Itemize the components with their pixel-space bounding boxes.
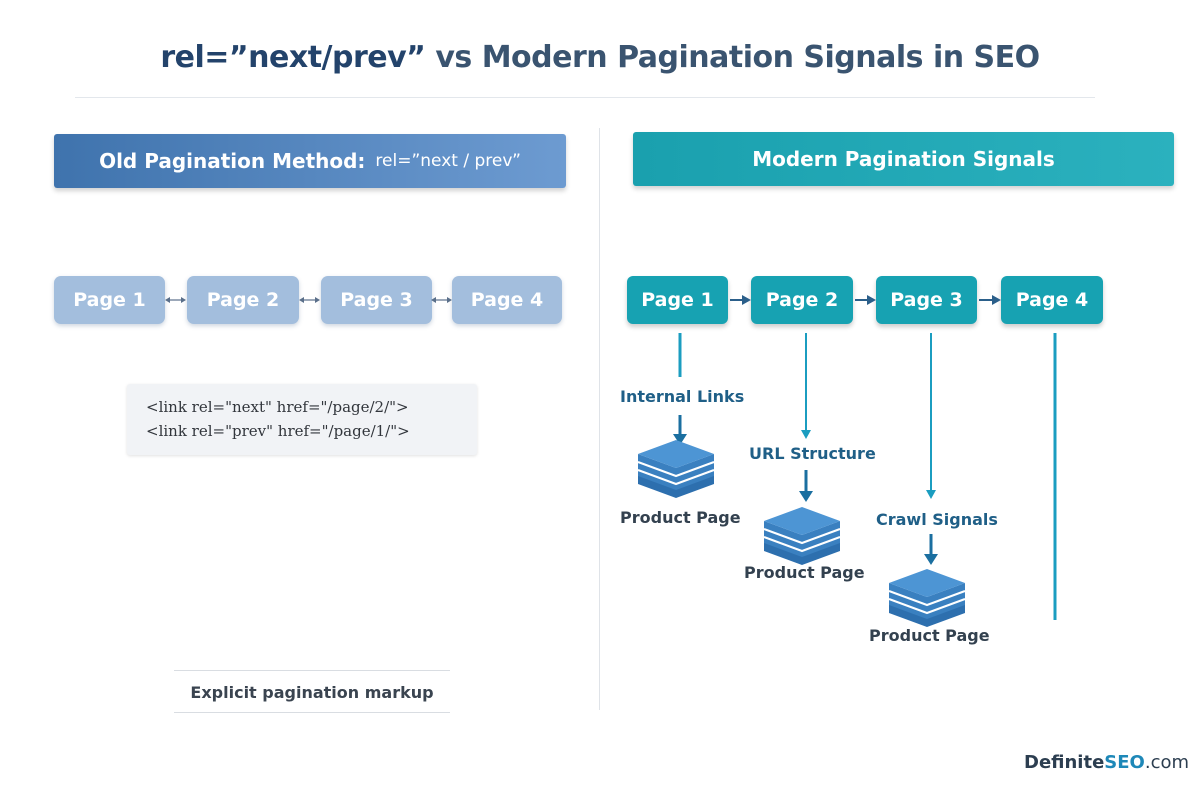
title-divider [75, 97, 1095, 98]
old-bidirectional-arrow-3 [431, 297, 452, 303]
title-rest: vs Modern Pagination Signals in SEO [425, 40, 1040, 75]
old-page-4: Page 4 [452, 276, 562, 324]
code-snippet-box: <link rel="next" href="/page/2/"> <link … [127, 384, 477, 455]
old-method-header-code: rel=”next / prev” [375, 151, 521, 171]
signal-label-internal-links: Internal Links [620, 387, 745, 406]
brand-name: Definite [1024, 752, 1105, 773]
product-page-label-3: Product Page [869, 626, 990, 645]
column-divider [599, 128, 600, 710]
page3-signal-connector [924, 333, 938, 565]
brand-logo: DefiniteSEO.com [1024, 752, 1189, 773]
code-line-next: <link rel="next" href="/page/2/"> [146, 398, 409, 416]
product-stack-icon-2 [763, 507, 841, 565]
code-line-prev: <link rel="prev" href="/page/1/"> [146, 422, 410, 440]
footnote-rule-bottom [174, 712, 450, 713]
modern-arrow-3 [979, 295, 1001, 305]
product-page-label-2: Product Page [744, 563, 865, 582]
footnote-rule-top [174, 670, 450, 671]
old-bidirectional-arrow-2 [299, 297, 320, 303]
page2-signal-connector [799, 333, 813, 502]
title-highlight: rel=”next/prev” [160, 40, 426, 75]
product-stack-icon-1 [637, 440, 715, 498]
old-bidirectional-arrow-1 [165, 297, 186, 303]
modern-page-4: Page 4 [1001, 276, 1103, 324]
page-title: rel=”next/prev” vs Modern Pagination Sig… [0, 40, 1200, 75]
signal-label-url-structure: URL Structure [749, 444, 876, 463]
old-page-2: Page 2 [187, 276, 299, 324]
modern-signals-header-label: Modern Pagination Signals [752, 147, 1055, 171]
footnote-text: Explicit pagination markup [190, 683, 434, 702]
brand-accent: SEO [1104, 752, 1145, 773]
modern-page-1: Page 1 [627, 276, 728, 324]
brand-suffix: .com [1144, 752, 1190, 773]
modern-arrow-1 [730, 295, 751, 305]
signal-label-crawl-signals: Crawl Signals [876, 510, 998, 529]
old-method-header-label: Old Pagination Method: [99, 149, 366, 173]
modern-arrow-2 [855, 295, 876, 305]
modern-page-3: Page 3 [876, 276, 977, 324]
modern-signals-header: Modern Pagination Signals [633, 132, 1174, 186]
product-stack-icon-3 [888, 569, 966, 627]
page1-signal-connector [673, 333, 687, 445]
old-method-header: Old Pagination Method: rel=”next / prev” [54, 134, 566, 188]
product-page-label-1: Product Page [620, 508, 741, 527]
modern-page-2: Page 2 [751, 276, 853, 324]
old-page-1: Page 1 [54, 276, 165, 324]
old-page-3: Page 3 [321, 276, 432, 324]
